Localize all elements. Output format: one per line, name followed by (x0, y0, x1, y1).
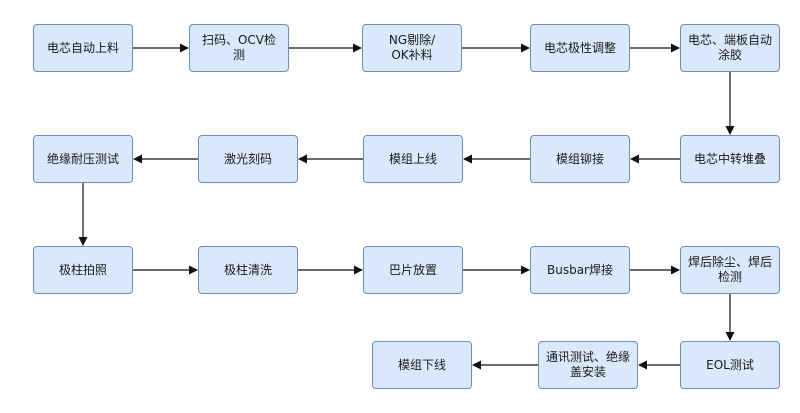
step-module-online: 模组上线 (363, 135, 463, 183)
step-cell-polarity-adjust: 电芯极性调整 (530, 24, 630, 72)
step-comm-test-cover-install: 通讯测试、绝缘 盖安装 (538, 341, 638, 389)
step-module-riveting: 模组铆接 (530, 135, 630, 183)
step-terminal-cleaning: 极柱清洗 (198, 246, 298, 294)
step-laser-marking: 激光刻码 (198, 135, 298, 183)
step-busbar-placement: 巴片放置 (363, 246, 463, 294)
step-module-offline: 模组下线 (372, 341, 472, 389)
step-ng-reject-ok-refill: NG剔除/ OK补料 (362, 24, 462, 72)
step-busbar-welding: Busbar焊接 (530, 246, 630, 294)
step-cell-endplate-gluing: 电芯、端板自动 涂胶 (680, 24, 780, 72)
step-eol-test: EOL测试 (680, 341, 780, 389)
step-terminal-photo: 极柱拍照 (33, 246, 133, 294)
step-cell-transfer-stacking: 电芯中转堆叠 (680, 135, 780, 183)
step-insulation-hipot-test: 绝缘耐压测试 (33, 135, 133, 183)
step-post-weld-dedust-inspect: 焊后除尘、焊后 检测 (680, 246, 780, 294)
step-cell-auto-loading: 电芯自动上料 (33, 24, 133, 72)
step-scan-ocv-test: 扫码、OCV检测 (189, 24, 289, 72)
